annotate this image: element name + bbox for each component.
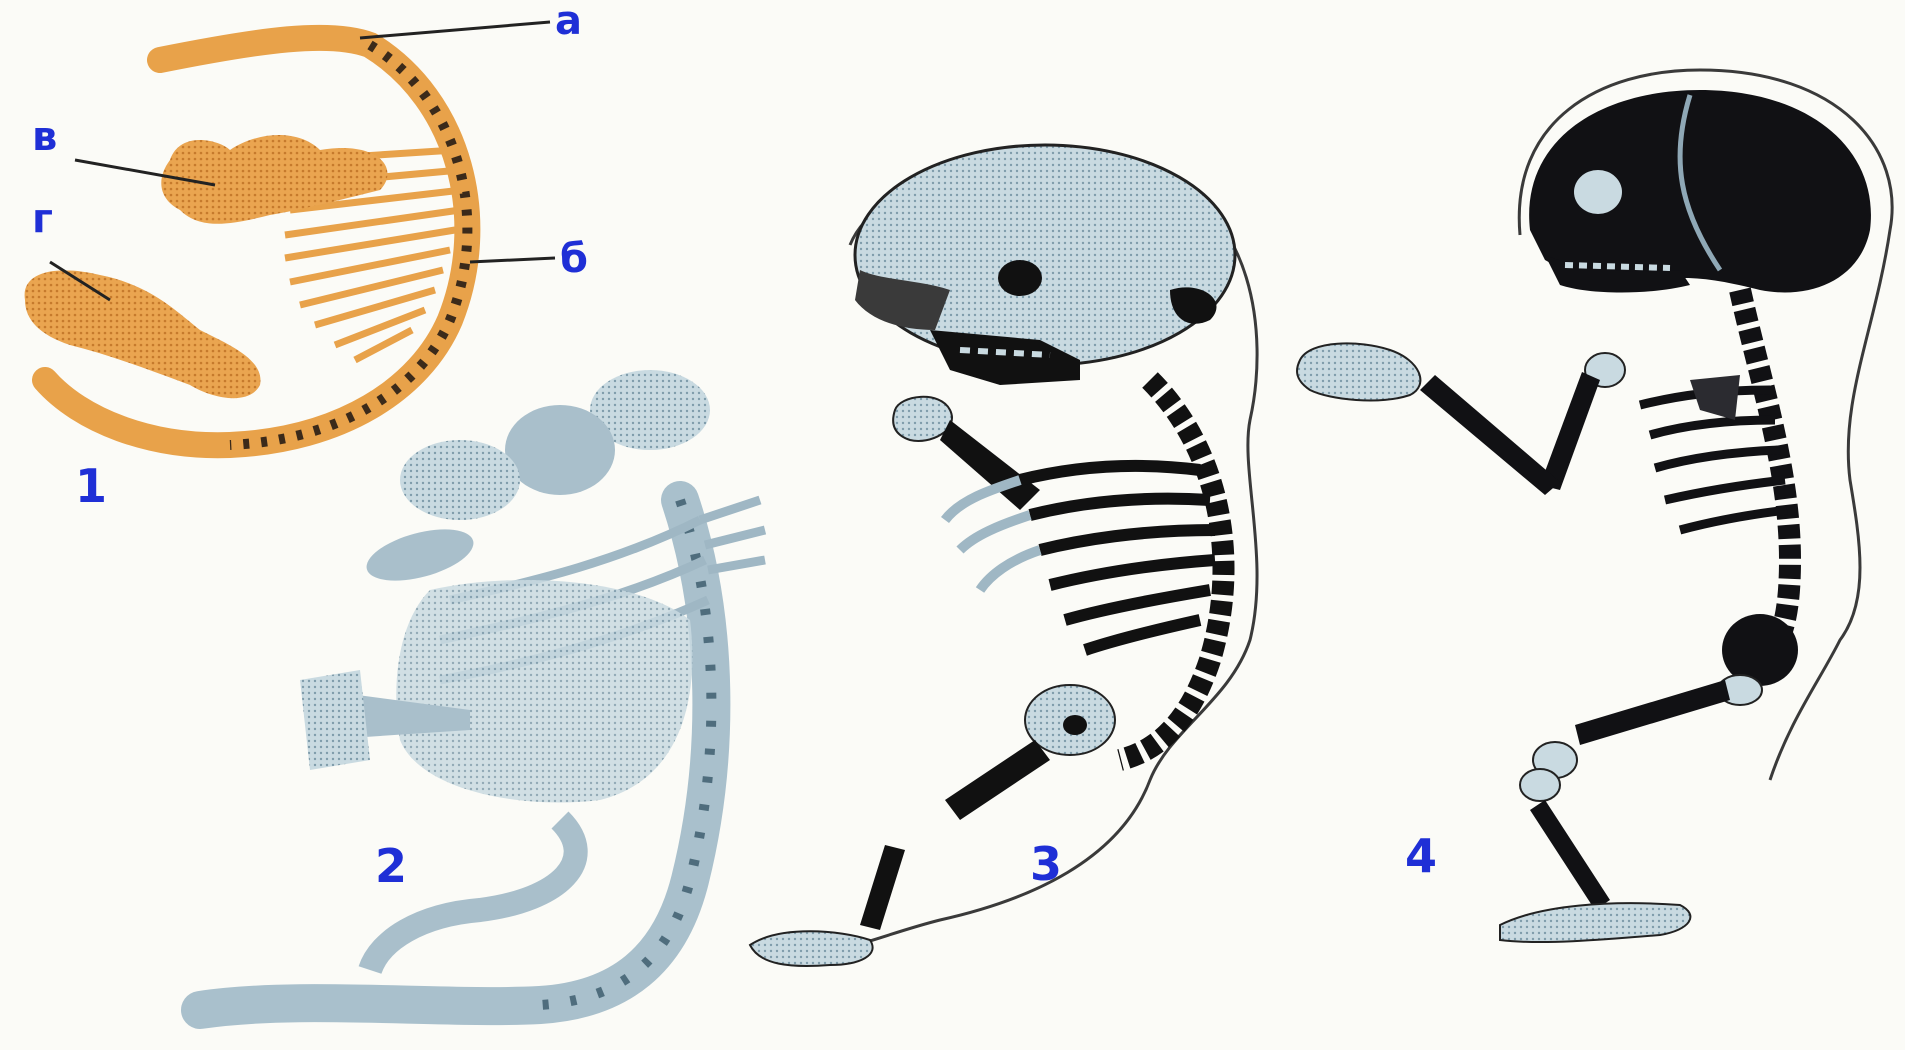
fetus2-jaw xyxy=(361,520,479,591)
stage-4-fetus: 4 xyxy=(1297,70,1892,942)
fetus3-tibia xyxy=(860,845,905,930)
fetus4-knee-lower xyxy=(1520,769,1560,801)
fetus2-skull-part xyxy=(400,440,520,520)
fetus4-hand xyxy=(1297,343,1420,400)
fetus4-spine xyxy=(1740,290,1790,660)
embryo-upper-limb xyxy=(161,135,387,224)
fetus3-femur xyxy=(945,740,1050,820)
label-line-b xyxy=(470,258,555,262)
part-label-g: г xyxy=(32,196,53,242)
part-label-b: б xyxy=(560,236,588,282)
fetus4-tibia xyxy=(1530,800,1610,910)
fetus2-hand xyxy=(300,670,370,770)
fetus4-femur xyxy=(1575,680,1730,745)
fetus3-skull xyxy=(855,145,1235,365)
fetus4-forearm xyxy=(1420,375,1560,495)
fetus3-ribs xyxy=(1020,466,1215,650)
fetus4-foot xyxy=(1500,903,1690,942)
fetus4-eye-socket xyxy=(1574,170,1622,214)
stage-2-fetus: 2 xyxy=(200,370,765,1010)
fetus3-skull-ossification xyxy=(998,260,1042,296)
fetus3-hip-ossification xyxy=(1063,715,1087,735)
stage-3-fetus: 3 xyxy=(750,145,1257,966)
fetus4-scapula xyxy=(1690,375,1740,420)
part-label-a: а xyxy=(555,0,582,44)
stage-label-1: 1 xyxy=(75,459,107,513)
fetus4-humerus xyxy=(1540,372,1600,490)
fetus2-trunk xyxy=(396,580,692,803)
stage-label-3: 3 xyxy=(1030,837,1062,891)
stage-label-2: 2 xyxy=(375,839,407,893)
fetus2-skull-part xyxy=(505,405,615,495)
fetus3-foot xyxy=(750,931,873,966)
stage-1-embryo: а б в г 1 xyxy=(25,0,588,513)
part-label-v: в xyxy=(32,114,57,160)
stage-label-4: 4 xyxy=(1405,829,1437,883)
fetus3-arm xyxy=(940,420,1040,510)
label-line-a xyxy=(360,22,550,38)
